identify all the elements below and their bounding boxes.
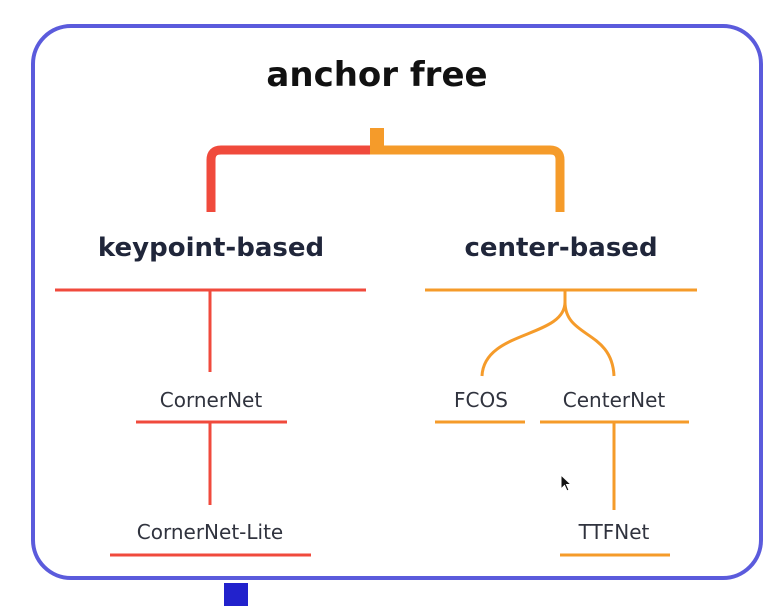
frame-tab (224, 583, 248, 606)
bracket-right (370, 145, 565, 212)
category-center-based: center-based (464, 233, 658, 263)
node-centernet: CenterNet (562, 388, 666, 412)
node-ttfnet: TTFNet (578, 520, 650, 544)
diagram-title: anchor free (266, 55, 488, 95)
node-cornernet: CornerNet (159, 388, 263, 412)
arrow-cursor-icon (560, 474, 573, 492)
center-to-fcos-curve (480, 290, 567, 377)
bracket-left (206, 145, 372, 212)
category-keypoint-based: keypoint-based (97, 233, 325, 263)
bracket-stem (370, 128, 384, 148)
diagram-frame (31, 24, 763, 580)
node-fcos: FCOS (454, 388, 508, 412)
node-cornernet-lite: CornerNet-Lite (136, 520, 284, 544)
center-to-centernet-curve (563, 301, 616, 377)
